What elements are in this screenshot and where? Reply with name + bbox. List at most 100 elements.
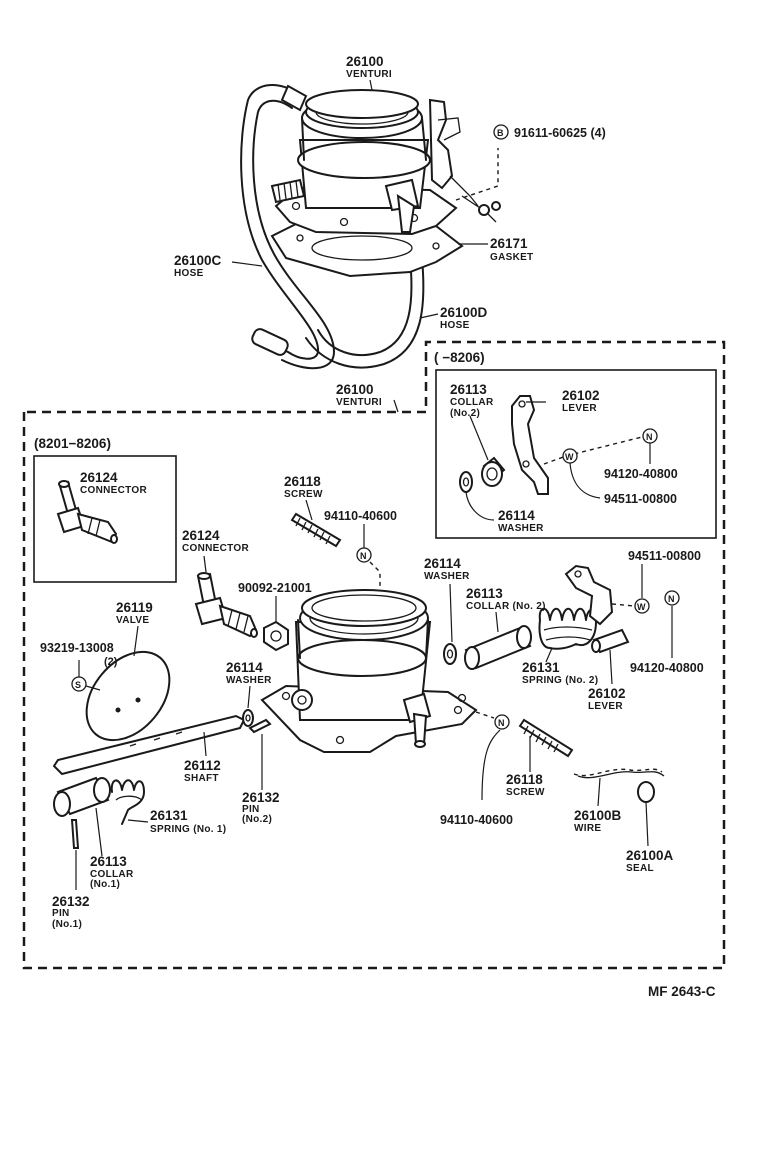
inset-collar-no: (No.2)	[450, 408, 480, 419]
valve-drawing	[85, 650, 171, 742]
top-venturi-assembly	[240, 83, 501, 370]
svg-text:N: N	[646, 432, 653, 442]
inset-connector-name: CONNECTOR	[80, 485, 147, 496]
svg-text:N: N	[668, 594, 675, 604]
inset-connector-partnum: 26124	[80, 470, 118, 485]
svg-text:26131: 26131	[522, 660, 560, 675]
svg-text:26132: 26132	[52, 894, 90, 909]
main-exploded-view: 26118 SCREW N 94110-40600 26124 CONNECTO…	[40, 474, 704, 930]
inset-lever-drawing	[511, 395, 549, 495]
washer-mid-drawing	[242, 709, 254, 727]
svg-text:S: S	[75, 680, 81, 690]
inset-lever-name: LEVER	[562, 403, 597, 414]
svg-text:90092-21001: 90092-21001	[238, 581, 312, 595]
top-linkage-drawing	[428, 98, 454, 190]
pin1-drawing	[70, 819, 80, 849]
svg-text:VALVE: VALVE	[116, 615, 149, 626]
washer-right-drawing	[443, 643, 457, 665]
svg-text:W: W	[637, 602, 646, 612]
svg-text:WASHER: WASHER	[226, 675, 272, 686]
svg-text:W: W	[565, 452, 574, 462]
svg-text:SHAFT: SHAFT	[184, 773, 219, 784]
svg-text:26114: 26114	[424, 556, 461, 571]
nut-bot-n-symbol	[494, 714, 510, 730]
hose-d-partnum: 26100D	[440, 305, 488, 320]
svg-text:N: N	[498, 718, 505, 728]
svg-text:(No.2): (No.2)	[242, 814, 272, 825]
main-dashed-frame	[22, 340, 726, 970]
svg-text:26102: 26102	[588, 686, 626, 701]
svg-text:26132: 26132	[242, 790, 280, 805]
svg-text:SCREW: SCREW	[506, 787, 545, 798]
inset-right-frame	[435, 369, 717, 539]
top-labels: 26100 VENTURI B 91611-60625 (4) 26171 GA…	[174, 54, 606, 331]
svg-text:PIN: PIN	[52, 908, 70, 919]
svg-text:WASHER: WASHER	[424, 571, 470, 582]
range-left-label: (8201−8206)	[34, 436, 111, 451]
svg-text:94511-00800: 94511-00800	[628, 549, 701, 563]
inset-washer26114-name: WASHER	[498, 523, 544, 534]
hose-c-partnum: 26100C	[174, 253, 222, 268]
spring2-drawing	[538, 607, 597, 650]
svg-text:26113: 26113	[90, 854, 127, 869]
svg-text:(No.1): (No.1)	[90, 879, 120, 890]
hose-c-drawing	[240, 83, 320, 360]
range-right-label: ( −8206)	[434, 350, 485, 365]
wire-drawing	[573, 768, 663, 777]
bolt-symbol	[493, 124, 509, 140]
seal-drawing	[637, 781, 655, 803]
inset-nut-partnum: 94120-40800	[604, 467, 678, 481]
inset-lever-partnum: 26102	[562, 388, 600, 403]
venturi-top-name: VENTURI	[346, 69, 392, 80]
svg-text:PIN: PIN	[242, 804, 260, 815]
gasket-name: GASKET	[490, 252, 533, 263]
svg-text:26118: 26118	[284, 474, 321, 489]
inset-left: (8201−8206) 26124 CONNECTOR	[33, 436, 177, 583]
n-94120-symbol	[664, 590, 680, 606]
svg-text:(No.1): (No.1)	[52, 919, 82, 930]
inset-washer26114-partnum: 26114	[498, 508, 535, 523]
w-94511-symbol	[634, 598, 650, 614]
inset-washer-partnum: 94511-00800	[604, 492, 677, 506]
svg-text:WIRE: WIRE	[574, 823, 601, 834]
inset-collar-name: COLLAR	[450, 397, 494, 408]
gasket-partnum: 26171	[490, 236, 528, 251]
hose-d-drawing	[317, 257, 413, 356]
inset-washer-drawing	[459, 471, 473, 493]
spring1-drawing	[110, 779, 145, 825]
svg-text:CONNECTOR: CONNECTOR	[182, 543, 249, 554]
svg-text:94110-40600: 94110-40600	[440, 813, 513, 827]
svg-text:COLLAR: COLLAR	[90, 869, 134, 880]
screw-s-partnum: 93219-13008	[40, 641, 114, 655]
svg-text:26100B: 26100B	[574, 808, 622, 823]
svg-text:26112: 26112	[184, 758, 221, 773]
hose-d-name: HOSE	[440, 320, 470, 331]
inset-right: ( −8206) W N 26113 COLLAR (No.2) 26102 L…	[434, 350, 717, 539]
svg-text:SPRING (No. 2): SPRING (No. 2)	[522, 675, 598, 686]
inset-left-frame	[33, 455, 177, 583]
venturi-top-partnum: 26100	[346, 54, 384, 69]
nut-90092-drawing	[263, 620, 289, 652]
svg-text:N: N	[360, 551, 367, 561]
lever-drawing	[564, 564, 614, 626]
svg-text:SPRING (No. 1): SPRING (No. 1)	[150, 824, 226, 835]
svg-text:26113: 26113	[466, 586, 503, 601]
svg-text:SCREW: SCREW	[284, 489, 323, 500]
svg-text:26114: 26114	[226, 660, 263, 675]
svg-text:B: B	[497, 128, 504, 138]
svg-text:LEVER: LEVER	[588, 701, 623, 712]
screw-s-qty: (2)	[104, 656, 118, 668]
svg-text:26118: 26118	[506, 772, 543, 787]
svg-text:26131: 26131	[150, 808, 188, 823]
bolt-partnum: 91611-60625 (4)	[514, 126, 606, 140]
diagram-code: MF 2643-C	[648, 984, 716, 999]
pin2-drawing	[248, 718, 272, 734]
svg-text:COLLAR (No. 2): COLLAR (No. 2)	[466, 601, 546, 612]
venturi-main-partnum: 26100	[336, 382, 374, 397]
inset-collar-partnum: 26113	[450, 382, 487, 397]
nut-top-partnum: 94110-40600	[324, 509, 397, 523]
svg-text:26119: 26119	[116, 600, 153, 615]
svg-text:26100A: 26100A	[626, 848, 674, 863]
svg-text:26124: 26124	[182, 528, 220, 543]
